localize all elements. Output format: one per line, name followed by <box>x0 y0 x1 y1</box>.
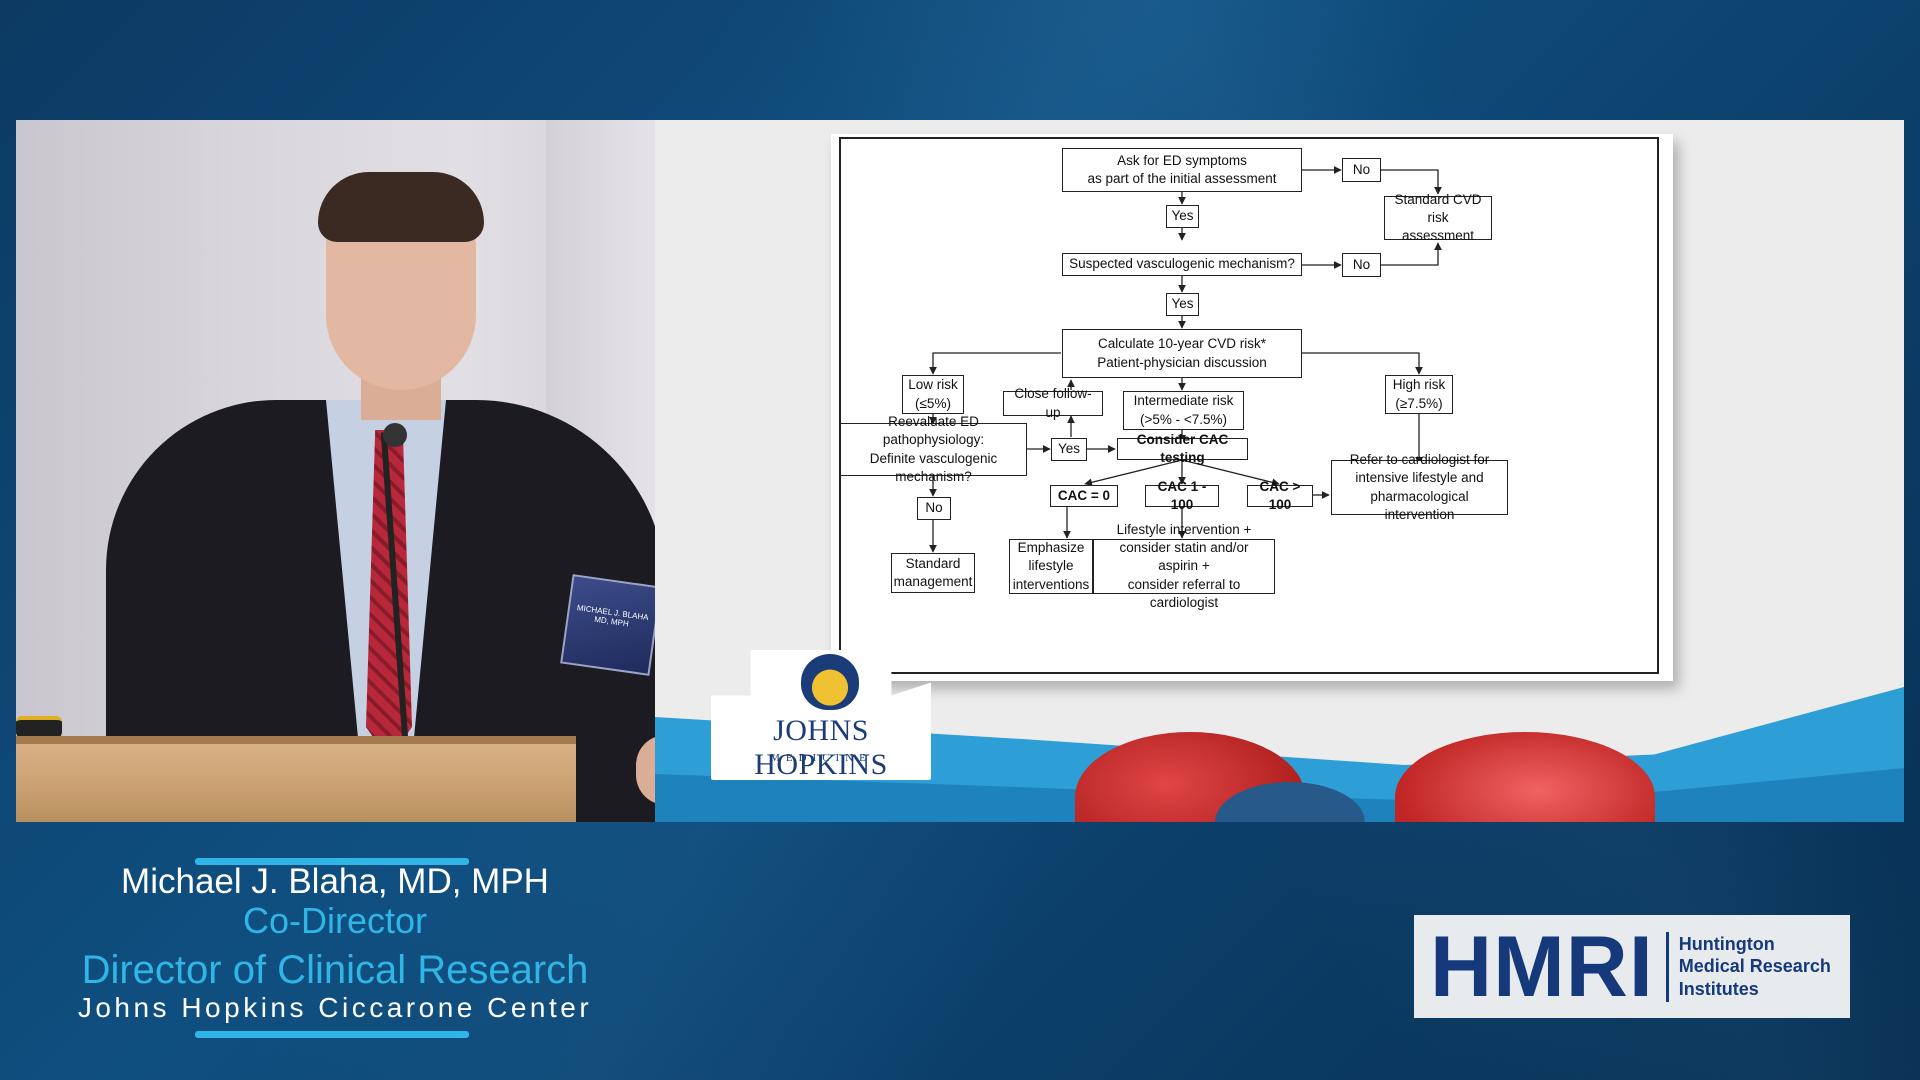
speaker-video: MICHAEL J. BLAHA MD, MPH <box>16 120 655 822</box>
node-suspected-vasculogenic: Suspected vasculogenic mechanism? <box>1062 253 1302 276</box>
node-consider-cac-testing: Consider CAC testing <box>1117 432 1248 465</box>
slide: Ask for ED symptoms as part of the initi… <box>655 120 1904 822</box>
hand <box>636 735 655 805</box>
speaker-figure: MICHAEL J. BLAHA MD, MPH <box>106 150 655 822</box>
speaker-role-1: Co-Director <box>242 900 428 941</box>
node-cac-over-100: CAC > 100 <box>1247 479 1313 512</box>
node-no-1: No <box>1342 158 1381 182</box>
hmri-line-2: Medical Research <box>1678 956 1831 977</box>
node-reevaluate-ed: Reevaluate ED pathophysiology: Definite … <box>840 414 1027 484</box>
node-yes-1: Yes <box>1166 205 1199 228</box>
hmri-logo: HMRI Huntington Medical Research Institu… <box>1414 915 1850 1018</box>
node-close-follow-up: Close follow-up <box>1003 386 1103 420</box>
node-cac-0: CAC = 0 <box>1050 485 1118 507</box>
lower-third-bar-top <box>195 858 469 865</box>
node-intermediate-risk: Intermediate risk (>5% - <7.5%) <box>1123 391 1244 430</box>
node-emphasize-lifestyle: Emphasize lifestyle interventions <box>1009 539 1093 594</box>
hmri-fullname: Huntington Medical Research Institutes <box>1679 933 1831 1001</box>
node-low-risk: Low risk (≤5%) <box>902 375 964 414</box>
microphone-icon <box>383 423 407 447</box>
node-lifestyle-intervention: Lifestyle intervention + consider statin… <box>1093 522 1275 610</box>
logo-name: JOHNS HOPKINS <box>754 714 888 781</box>
hair <box>318 172 484 242</box>
node-no-3: No <box>917 497 951 520</box>
logo-subtitle: MEDICINE <box>770 752 872 764</box>
hmri-divider <box>1665 931 1669 1002</box>
node-yes-2: Yes <box>1166 293 1199 316</box>
node-ask-ed-symptoms: Ask for ED symptoms as part of the initi… <box>1062 148 1302 192</box>
node-calculate-cvd-risk: Calculate 10-year CVD risk* Patient-phys… <box>1062 329 1302 378</box>
node-yes-3: Yes <box>1051 438 1087 461</box>
dome-crest-icon <box>801 654 859 710</box>
heart-illustration-right <box>1395 732 1655 822</box>
flowchart-card: Ask for ED symptoms as part of the initi… <box>831 134 1673 681</box>
hmri-abbrev: HMRI <box>1430 918 1654 1015</box>
flowchart-frame <box>839 137 1659 674</box>
node-no-2: No <box>1342 253 1381 277</box>
hmri-line-3: Institutes <box>1678 978 1759 999</box>
podium <box>16 744 576 822</box>
node-standard-management: Standard management <box>891 553 975 593</box>
speaker-name: Michael J. Blaha, MD, MPH <box>121 862 549 901</box>
hmri-line-1: Huntington <box>1678 933 1775 954</box>
node-refer-cardiologist: Refer to cardiologist for intensive life… <box>1331 452 1508 522</box>
presentation-remote <box>16 716 62 738</box>
node-cac-1-100: CAC 1 - 100 <box>1145 479 1219 512</box>
speaker-role-2: Director of Clinical Research <box>81 948 589 992</box>
flowchart-connectors <box>929 166 1442 553</box>
podium-top <box>16 736 576 744</box>
name-badge: MICHAEL J. BLAHA MD, MPH <box>560 574 655 676</box>
lower-third-bar-bottom <box>195 1031 469 1038</box>
speaker-organization: Johns Hopkins Ciccarone Center <box>77 992 593 1023</box>
node-standard-cvd-risk: Standard CVD risk assessment <box>1384 192 1492 243</box>
node-high-risk: High risk (≥7.5%) <box>1385 375 1453 414</box>
